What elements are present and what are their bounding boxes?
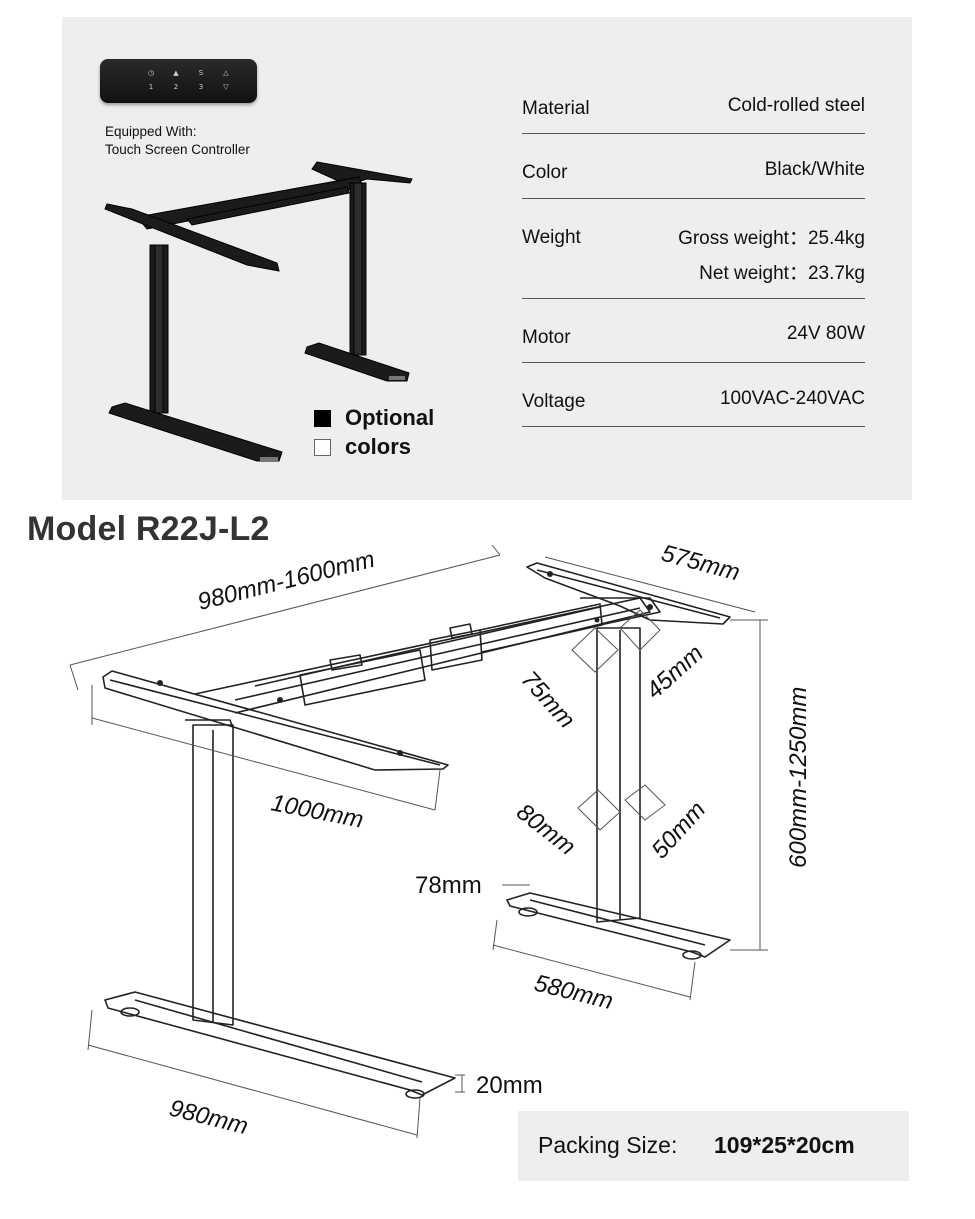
packing-size-box: Packing Size: 109*25*20cm <box>518 1111 909 1181</box>
white-swatch <box>314 439 331 456</box>
foot-580-dim: 580mm <box>532 970 616 1016</box>
top-bar-dim: 1000mm <box>269 789 366 833</box>
touch-controller-image: ◷ ▲ S △ 1 2 3 ▽ <box>100 59 257 103</box>
spec-label: Color <box>522 162 568 183</box>
spec-row-color: Color Black/White <box>522 133 865 199</box>
packing-label: Packing Size: <box>538 1132 678 1158</box>
depth-dim: 575mm <box>658 540 742 587</box>
spec-value: 100VAC-240VAC <box>719 388 865 409</box>
spec-label: Motor <box>522 327 571 348</box>
preset-2-label: 2 <box>173 83 179 91</box>
spec-row-weight: Weight Gross weight：25.4kg Net weight：23… <box>522 198 865 299</box>
desk-frame-image <box>104 161 413 462</box>
spec-row-voltage: Voltage 100VAC-240VAC <box>522 362 865 427</box>
net-weight: Net weight：23.7kg <box>699 263 865 284</box>
black-swatch <box>314 410 331 427</box>
lock-icon: ▲ <box>173 69 179 77</box>
column-45-dim: 45mm <box>641 640 709 705</box>
timer-icon: ◷ <box>147 69 155 77</box>
spec-value: 24V 80W <box>786 323 865 344</box>
memory-s-icon: S <box>198 69 204 77</box>
foot-980-dim: 980mm <box>167 1095 251 1141</box>
foot-20-dim: 20mm <box>476 1072 543 1099</box>
down-arrow-icon: ▽ <box>223 83 229 91</box>
width-range-dim: 980mm-1600mm <box>195 546 378 616</box>
equipped-item: Touch Screen Controller <box>105 142 250 157</box>
spec-label: Material <box>522 98 590 119</box>
spec-label: Voltage <box>522 391 586 412</box>
column-75-dim: 75mm <box>516 666 581 734</box>
gross-weight: Gross weight：25.4kg <box>678 228 865 249</box>
spec-row-material: Material Cold-rolled steel <box>522 87 865 134</box>
spec-value: Black/White <box>764 159 865 180</box>
model-title: Model R22J-L2 <box>27 510 270 548</box>
preset-3-label: 3 <box>198 83 204 91</box>
preset-1-label: 1 <box>148 83 154 91</box>
column-80-dim: 80mm <box>511 798 580 860</box>
colors-label: colors <box>345 434 412 459</box>
optional-label: Optional <box>345 405 435 430</box>
equipped-heading: Equipped With: <box>105 124 197 139</box>
feature-panel: ◷ ▲ S △ 1 2 3 ▽ Equipped With: Touch Scr… <box>62 17 912 500</box>
spec-value: Cold-rolled steel <box>727 95 865 116</box>
spec-label: Weight <box>522 227 581 248</box>
spec-row-motor: Motor 24V 80W <box>522 298 865 363</box>
equipped-with-text: Equipped With: Touch Screen Controller <box>105 123 250 159</box>
foot-78-dim: 78mm <box>415 872 482 899</box>
height-range-dim: 600mm-1250mm <box>785 687 812 868</box>
column-50-dim: 50mm <box>646 796 711 864</box>
up-arrow-icon: △ <box>223 69 229 77</box>
packing-value: 109*25*20cm <box>714 1132 855 1158</box>
